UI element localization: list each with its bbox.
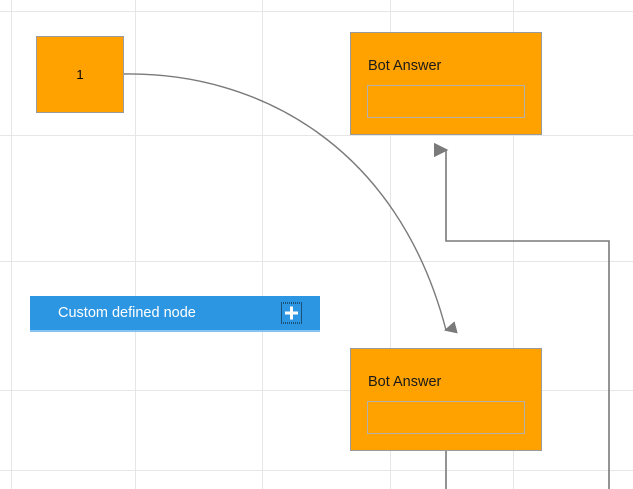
node-bot-answer-top[interactable]: Bot Answer (350, 32, 542, 135)
plus-icon[interactable] (281, 302, 302, 324)
custom-defined-node-label: Custom defined node (58, 304, 196, 321)
node-1-label: 1 (76, 67, 84, 82)
node-bot-answer-bottom-slot[interactable] (367, 401, 525, 434)
custom-defined-node-bar[interactable]: Custom defined node (30, 296, 320, 330)
plus-icon-vertical-bar (290, 306, 293, 320)
node-bot-answer-bottom-title: Bot Answer (368, 374, 442, 390)
edge-curve-node1-to-bot-answer-bottom[interactable] (123, 73, 458, 334)
edge-orthogonal-bot-answer-bottom-to-top[interactable] (434, 142, 610, 489)
node-bot-answer-bottom[interactable]: Bot Answer (350, 348, 542, 451)
node-1[interactable]: 1 (36, 36, 124, 113)
node-bot-answer-top-slot[interactable] (367, 85, 525, 118)
node-bot-answer-top-title: Bot Answer (368, 58, 442, 74)
